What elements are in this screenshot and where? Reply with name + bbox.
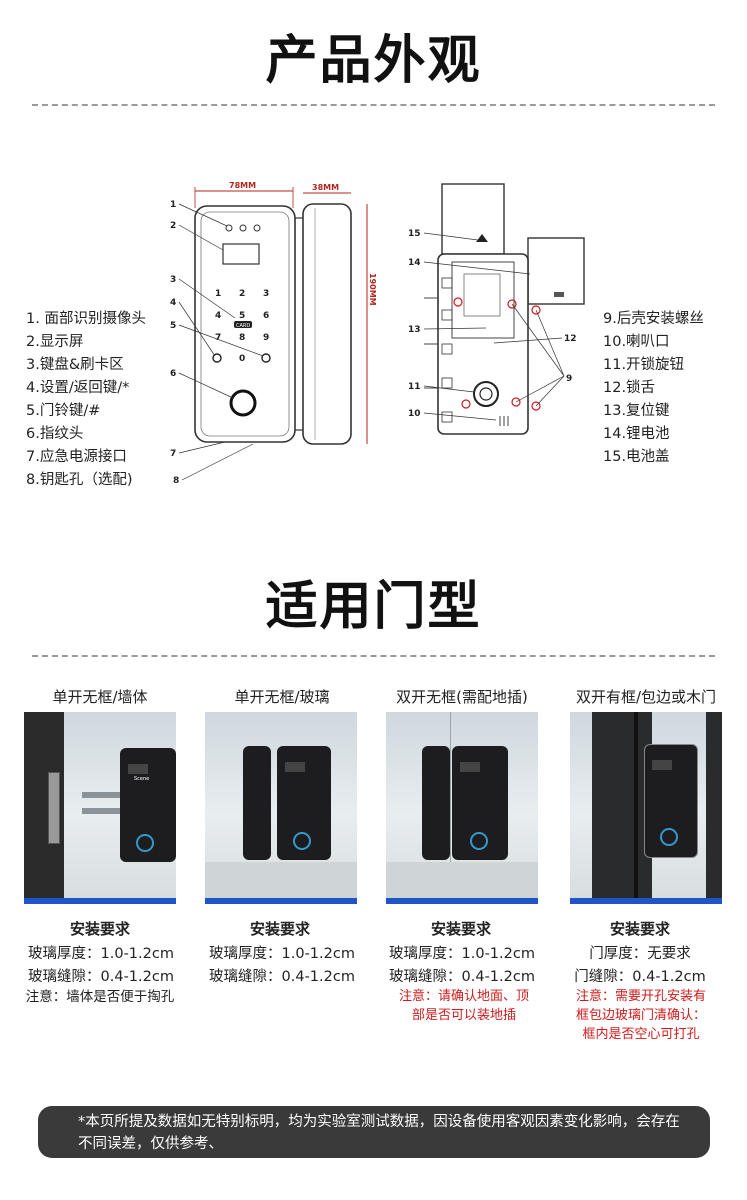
door-photo-single-wall: Scene: [24, 712, 176, 904]
legend-item: 4.设置/返回键/*: [26, 380, 130, 396]
req-line: 玻璃厚度：1.0-1.2cm: [389, 946, 535, 962]
req-line: 玻璃厚度：1.0-1.2cm: [28, 946, 174, 962]
install-req-title: 安装要求: [249, 920, 310, 938]
svg-text:9: 9: [263, 333, 269, 343]
legend-item: 5.门铃键/#: [26, 403, 101, 419]
req-note-warning: 注意：需要开孔安装有框包边玻璃门清确认：框内是否空心可打孔: [575, 989, 706, 1042]
install-req-title: 安装要求: [609, 920, 670, 938]
dim-height: 190MM: [368, 273, 377, 306]
door-type-title: 双开有框/包边或木门: [575, 688, 717, 706]
install-req-title: 安装要求: [69, 920, 130, 938]
svg-text:0: 0: [239, 354, 245, 364]
dim-width-side: 38MM: [312, 183, 339, 192]
install-req-title: 安装要求: [430, 920, 491, 938]
fingerprint-icon: [229, 389, 257, 417]
dim-width-front: 78MM: [229, 181, 256, 190]
legend-item: 7.应急电源接口: [26, 449, 127, 465]
legend-item: 9.后壳安装螺丝: [603, 311, 704, 327]
door-type-title: 双开无框(需配地插): [396, 688, 528, 706]
svg-text:6: 6: [170, 369, 176, 379]
svg-text:1: 1: [170, 200, 176, 210]
legend-item: 6.指纹头: [26, 426, 84, 442]
svg-text:5: 5: [239, 311, 245, 321]
svg-text:13: 13: [408, 325, 421, 335]
svg-text:10: 10: [408, 409, 421, 419]
svg-text:6: 6: [263, 311, 269, 321]
svg-text:1: 1: [215, 289, 221, 299]
legend-item: 1. 面部识别摄像头: [26, 311, 146, 327]
req-line: 玻璃厚度：1.0-1.2cm: [209, 946, 355, 962]
door-type-title: 单开无框/玻璃: [234, 688, 330, 706]
settings-key-icon: [212, 353, 222, 363]
req-line: 玻璃缝隙：0.4-1.2cm: [28, 969, 174, 985]
card-label: CARD: [236, 323, 250, 329]
req-line: 玻璃缝隙：0.4-1.2cm: [209, 969, 355, 985]
door-type-title: 单开无框/墙体: [52, 688, 148, 706]
bell-key-icon: [261, 353, 271, 363]
req-line: 玻璃缝隙：0.4-1.2cm: [389, 969, 535, 985]
svg-text:8: 8: [239, 333, 245, 343]
legend-item: 3.键盘&刷卡区: [26, 357, 124, 373]
legend-item: 10.喇叭口: [603, 334, 670, 350]
section-title-appearance: 产品外观: [265, 31, 482, 91]
door-photo-framed: [570, 712, 722, 904]
req-note-warning: 注意：请确认地面、顶部是否可以装地插: [398, 989, 529, 1023]
divider: [32, 104, 715, 106]
req-line: 门缝隙：0.4-1.2cm: [574, 969, 706, 985]
legend-item: 14.锂电池: [603, 426, 670, 442]
legend-item: 15.电池盖: [603, 449, 670, 465]
req-line: 门厚度：无要求: [589, 946, 691, 962]
svg-text:2: 2: [239, 289, 245, 299]
legend-item: 11.开锁旋钮: [603, 357, 685, 373]
legend-item: 2.显示屏: [26, 334, 84, 350]
svg-text:7: 7: [215, 333, 221, 343]
svg-text:5: 5: [170, 321, 176, 331]
svg-text:4: 4: [215, 311, 221, 321]
lock-internal-diagram: 15 14 13 12 11 10 9: [408, 183, 585, 435]
svg-text:8: 8: [173, 476, 179, 486]
svg-text:7: 7: [170, 449, 176, 459]
divider: [32, 655, 715, 657]
svg-text:3: 3: [263, 289, 269, 299]
lock-brand: Scene: [134, 776, 150, 782]
keypad: 1 2 3 4 5 6 7 8 9 0: [215, 289, 269, 364]
svg-text:14: 14: [408, 258, 421, 268]
disclaimer-panel: *本页所提及数据如无特别标明，均为实验室测试数据，因设备使用客观因素变化影响，会…: [38, 1106, 710, 1158]
svg-text:12: 12: [564, 334, 577, 344]
legend-item: 13.复位键: [603, 403, 670, 419]
svg-text:2: 2: [170, 221, 176, 231]
svg-text:4: 4: [170, 298, 176, 308]
door-photo-single-glass: [205, 712, 357, 904]
svg-text:11: 11: [408, 382, 421, 392]
door-photo-double-glass: [386, 712, 538, 904]
legend-item: 8.钥匙孔（选配): [26, 472, 133, 488]
lock-front-side-diagram: 78MM 38MM 190MM 1 2 3 4 5 6 7 8 9 0 CARD…: [170, 181, 377, 486]
svg-text:3: 3: [170, 275, 176, 285]
legend-item: 12.锁舌: [603, 380, 656, 396]
req-note: 注意：墙体是否便于掏孔: [25, 989, 175, 1005]
svg-text:15: 15: [408, 229, 421, 239]
section-title-door-types: 适用门型: [265, 577, 482, 637]
svg-text:9: 9: [566, 374, 572, 384]
